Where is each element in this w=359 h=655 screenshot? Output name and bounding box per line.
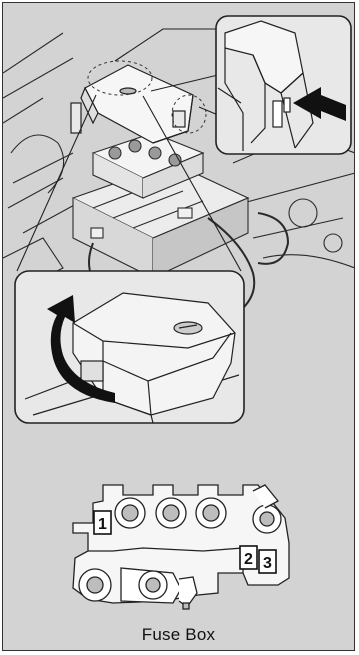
latch-detail-inset (216, 16, 351, 154)
cover-lift-inset (15, 271, 244, 423)
fuse-box-illustration: 1 2 3 (3, 3, 355, 651)
svg-text:3: 3 (263, 555, 272, 572)
battery-terminal (121, 568, 181, 603)
fuse-box-diagram: 1 2 3 (73, 485, 289, 609)
terminal-screw (115, 498, 145, 528)
fuse-1: 1 (94, 511, 111, 534)
fuse-2: 2 (240, 546, 257, 569)
figure-caption: Fuse Box (3, 625, 354, 645)
terminal-screw (79, 569, 111, 601)
svg-text:1: 1 (98, 516, 107, 533)
illustration-frame: 1 2 3 Fuse Box (2, 2, 355, 651)
terminal-screw (253, 505, 281, 533)
terminal-screw (156, 498, 186, 528)
svg-text:2: 2 (244, 551, 253, 568)
terminal-screw (196, 498, 226, 528)
fuse-3: 3 (259, 550, 276, 573)
